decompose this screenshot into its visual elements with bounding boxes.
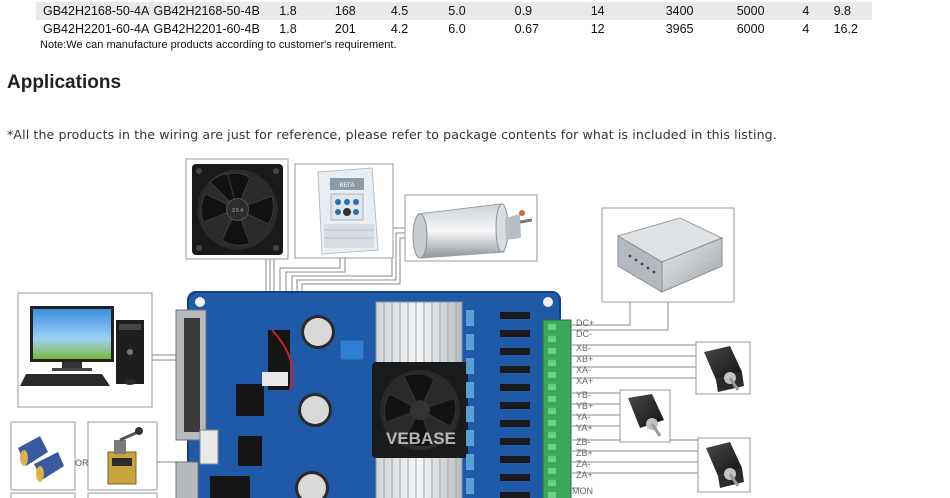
table-cell: 5.0 bbox=[448, 2, 515, 20]
image-frame bbox=[10, 492, 76, 498]
vfd-display-label: ВЕГА bbox=[340, 183, 355, 189]
table-cell: 6000 bbox=[736, 22, 765, 36]
table-cell: 3400 bbox=[665, 2, 737, 20]
terminal-label: YB- bbox=[576, 390, 591, 400]
terminal-label: YA+ bbox=[576, 423, 593, 433]
table-cell: 0.9 bbox=[514, 2, 591, 20]
terminal-label: ZA- bbox=[576, 459, 591, 469]
table-cell: 4 bbox=[802, 2, 834, 20]
fan-hub-label: 3 5 4 bbox=[232, 208, 243, 214]
terminal-label: YA- bbox=[576, 412, 590, 422]
section-title: Applications bbox=[7, 72, 122, 93]
terminal-label: ZB+ bbox=[576, 448, 593, 458]
table-cell: GB42H2168-50-4A bbox=[36, 2, 154, 20]
stepper-motor-x-image bbox=[695, 341, 751, 395]
table-cell: 168 bbox=[334, 2, 391, 20]
table-cell: GB42H2201-60-4A bbox=[43, 22, 150, 36]
table-cell: 12 bbox=[590, 22, 605, 36]
disclaimer-text: *All the products in the wiring are just… bbox=[7, 127, 777, 142]
terminal-label: YB+ bbox=[576, 401, 593, 411]
table-cell: 9.8 bbox=[833, 2, 872, 20]
table-cell: 1.8 bbox=[279, 2, 335, 20]
terminal-label: ZB- bbox=[576, 437, 591, 447]
table-cell: 4 bbox=[802, 22, 810, 36]
power-supply-image bbox=[601, 207, 735, 303]
terminal-label: XB+ bbox=[576, 354, 593, 364]
table-row: GB42H2201-60-4A GB42H2201-60-4B 1.8 201 … bbox=[36, 20, 872, 38]
proximity-sensor-image bbox=[10, 421, 76, 491]
table-cell: 4.5 bbox=[390, 2, 449, 20]
table-cell: 0.67 bbox=[514, 22, 539, 36]
computer-image bbox=[17, 292, 153, 408]
terminal-label: XB- bbox=[576, 343, 591, 353]
table-cell: GB42H2201-60-4B bbox=[153, 22, 260, 36]
terminal-label: DC+ bbox=[576, 318, 594, 328]
cooling-fan-image: 3 5 4 bbox=[185, 158, 289, 260]
terminal-label: XA+ bbox=[576, 376, 593, 386]
table-cell: 3965 bbox=[665, 22, 694, 36]
terminal-labels: DC+ DC- XB- XB+ XA- XA+ YB- YB+ YA- YA+ … bbox=[572, 318, 594, 496]
spec-table: GB42H2168-50-4A GB42H2168-50-4B 1.8 168 … bbox=[36, 2, 872, 38]
table-cell: 4.2 bbox=[390, 22, 409, 36]
terminal-label: ZA+ bbox=[576, 470, 593, 480]
table-cell: 16.2 bbox=[833, 22, 858, 36]
wires bbox=[152, 227, 698, 489]
image-frame bbox=[87, 492, 158, 498]
spindle-image bbox=[404, 194, 538, 262]
or-label: OR bbox=[75, 458, 89, 468]
table-row: GB42H2168-50-4A GB42H2168-50-4B 1.8 168 … bbox=[36, 2, 872, 20]
stepper-motor-z-image bbox=[697, 437, 751, 493]
watermark-text: VEBASE bbox=[386, 429, 456, 448]
table-cell: 201 bbox=[334, 22, 356, 36]
table-cell: 1.8 bbox=[279, 22, 297, 36]
controller-board-image: VEBASE bbox=[175, 291, 572, 498]
terminal-label: DC- bbox=[576, 329, 592, 339]
table-cell: 6.0 bbox=[448, 22, 466, 36]
wiring-diagram: 3 5 4 ВЕГА bbox=[10, 158, 751, 498]
terminal-label: MON bbox=[572, 486, 593, 496]
table-cell: 5000 bbox=[736, 2, 803, 20]
limit-switch-image bbox=[87, 421, 158, 491]
inverter-image: ВЕГА bbox=[294, 163, 394, 259]
table-cell: GB42H2168-50-4B bbox=[153, 2, 280, 20]
table-note: Note:We can manufacture products accordi… bbox=[40, 39, 397, 51]
table-cell: 14 bbox=[590, 2, 666, 20]
terminal-label: XA- bbox=[576, 365, 591, 375]
stepper-motor-y-image bbox=[619, 389, 671, 443]
